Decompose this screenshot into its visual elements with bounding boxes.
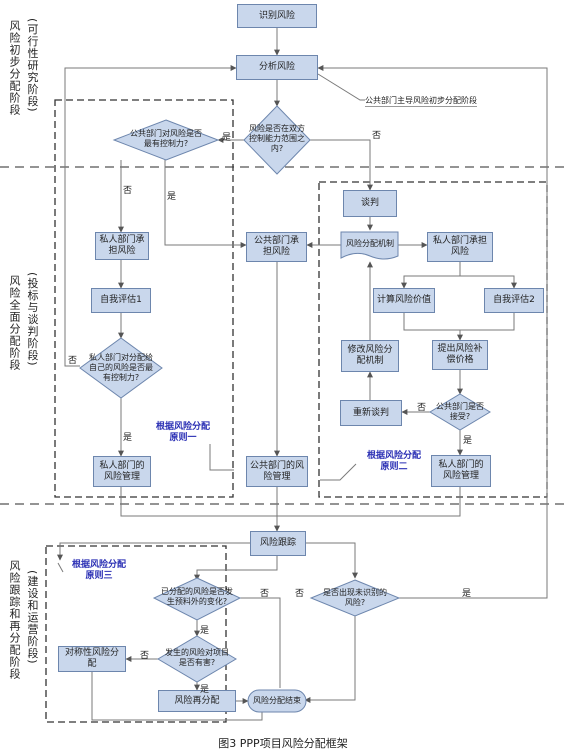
node-calc-price: 计算风险价值 (373, 288, 435, 313)
decision-harmful (157, 635, 237, 683)
node-alloc-mechanism: 风险分配机制 (346, 239, 394, 248)
decision-public-accept (429, 393, 491, 431)
node-self-eval-1: 自我评估1 (91, 288, 151, 313)
node-identify-risk: 识别风险 (237, 4, 317, 28)
decision-within-control (243, 105, 311, 175)
node-private-mgmt-2: 私人部门的风险管理 (431, 455, 491, 487)
decision-private-control (79, 337, 163, 399)
terminator-end (247, 689, 307, 713)
principle-three-note: 根据风险分配 原则三 (66, 560, 132, 582)
label-no-public-control: 否 (123, 186, 133, 196)
node-private-mgmt-1: 私人部门的风险管理 (93, 456, 151, 487)
label-yes-within: 是 (222, 133, 232, 143)
decision-harmful-text: 发生的风险对项目是否有害? (165, 648, 229, 667)
principle-three-line1: 根据风险分配 (71, 560, 126, 570)
phase-3-sub: (建设和运营阶段) (26, 570, 39, 665)
label-no-harmful: 否 (140, 651, 150, 661)
node-risk-track: 风险跟踪 (250, 531, 306, 556)
node-analyze-risk: 分析风险 (236, 55, 318, 80)
label-yes-unforeseen: 是 (200, 626, 210, 636)
node-public-bear: 公共部门承担风险 (246, 232, 307, 262)
phase-3-main: 风险跟踪和再分配阶段 (8, 560, 21, 680)
figure-caption: 图3 PPP项目风险分配框架 (218, 737, 348, 750)
decision-private-control-text: 私人部门对分配给自己的风险是否最有控制力? (89, 353, 153, 382)
document-shape-alloc (340, 231, 399, 260)
label-no-within: 否 (372, 131, 382, 141)
label-no-accept: 否 (417, 403, 427, 413)
decision-public-accept-text: 公共部门是否接受? (436, 402, 484, 421)
node-reallocate: 风险再分配 (158, 690, 236, 712)
principle-two-line2: 原则二 (380, 462, 408, 472)
note-public-lead: 公共部门主导风险初步分配阶段 (365, 96, 477, 107)
node-private-bear-1: 私人部门承担风险 (95, 232, 149, 260)
group-principle-one (54, 99, 234, 498)
phase-2-main: 风险全面分配阶段 (8, 275, 21, 371)
label-yes-harmful: 是 (200, 685, 210, 695)
phase-2-sub: (投标与谈判阶段) (26, 272, 39, 367)
decision-public-control (112, 119, 220, 161)
label-no-private-control: 否 (68, 356, 78, 366)
principle-three-line2: 原则三 (85, 571, 113, 581)
principle-two-note: 根据风险分配 原则二 (361, 451, 427, 473)
decision-unforeseen-change (152, 577, 242, 621)
node-propose-price: 提出风险补偿价格 (432, 340, 488, 370)
label-yes-new-risk: 是 (462, 589, 472, 599)
label-yes-public-control: 是 (167, 192, 177, 202)
label-yes-accept: 是 (463, 436, 473, 446)
node-end: 风险分配结束 (253, 696, 301, 705)
principle-one-note: 根据风险分配 原则一 (150, 422, 216, 444)
node-self-eval-2: 自我评估2 (484, 288, 544, 313)
principle-one-line1: 根据风险分配 (155, 422, 210, 432)
node-private-bear-2: 私人部门承担风险 (427, 232, 493, 262)
decision-new-risk (309, 579, 401, 617)
node-renegotiate: 重新谈判 (340, 400, 402, 426)
decision-within-control-text: 风险是否在双方控制能力范围之内? (249, 124, 305, 153)
label-no-new-risk: 否 (295, 589, 305, 599)
decision-unforeseen-text: 已分配的风险是否发生预料外的变化? (161, 587, 233, 606)
phase-1-sub: (可行性研究阶段) (26, 18, 39, 113)
decision-new-risk-text: 是否出现未识别的风险? (323, 588, 387, 607)
group-principle-three (45, 545, 227, 723)
principle-two-line1: 根据风险分配 (366, 451, 421, 461)
label-yes-private-control: 是 (123, 433, 133, 443)
node-symmetric-alloc: 对称性风险分配 (58, 646, 126, 672)
node-public-mgmt: 公共部门的风险管理 (246, 456, 308, 487)
label-no-unforeseen: 否 (260, 589, 270, 599)
node-negotiate: 谈判 (343, 190, 397, 217)
phase-1-main: 风险初步分配阶段 (8, 20, 21, 116)
node-modify-mechanism: 修改风险分配机制 (341, 340, 399, 372)
principle-one-line2: 原则一 (169, 433, 197, 443)
decision-public-control-text: 公共部门对风险是否最有控制力? (130, 129, 202, 148)
